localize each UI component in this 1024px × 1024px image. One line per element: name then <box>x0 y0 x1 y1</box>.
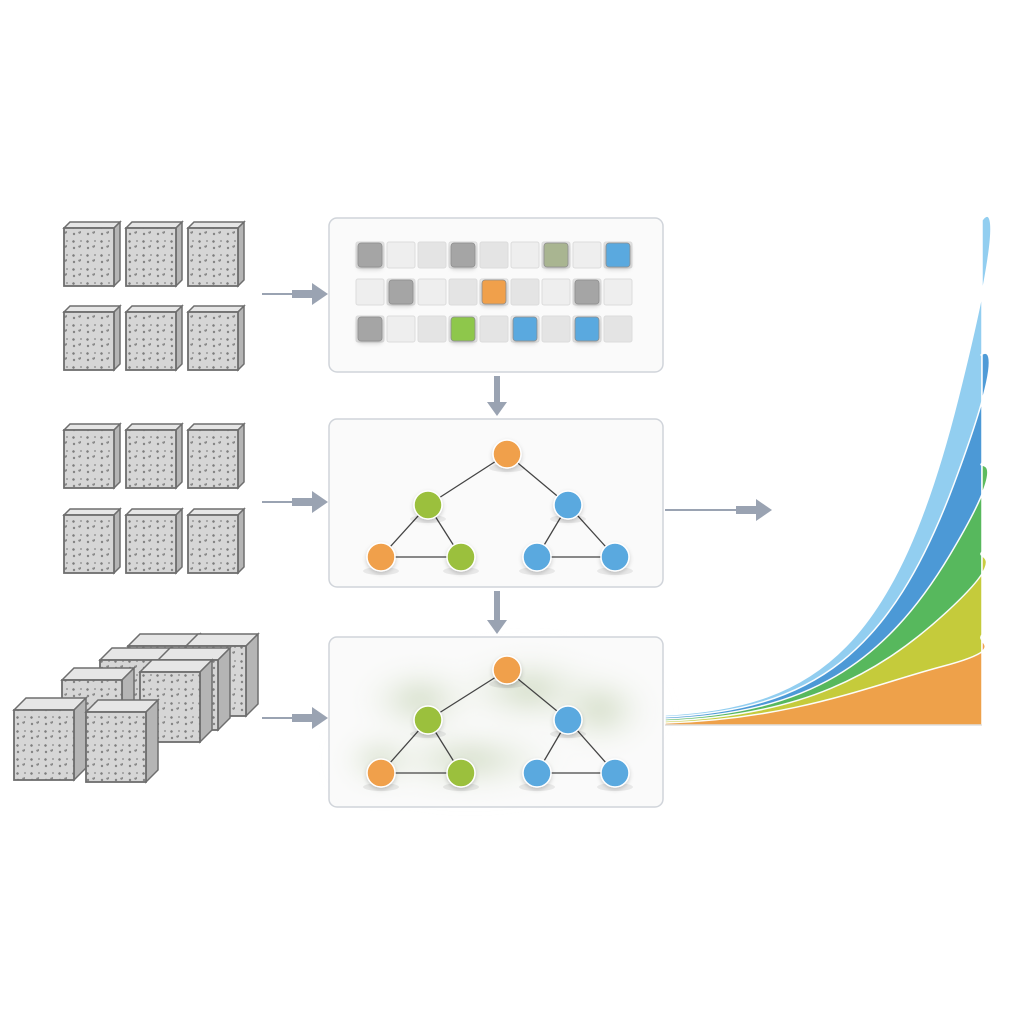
concrete-block-icon <box>124 507 184 575</box>
circle-node-icon <box>366 542 396 572</box>
circle-node-icon <box>366 758 396 788</box>
grid-cell <box>448 278 478 306</box>
arrow-right-icon <box>262 491 328 513</box>
grid-cell-filled <box>543 242 569 268</box>
arrow-right-icon <box>487 591 507 634</box>
grid-cell <box>386 315 416 343</box>
arrow-right-icon <box>262 707 328 729</box>
grid-cell <box>417 315 447 343</box>
concrete-block-icon <box>84 698 160 784</box>
grid-cell-filled <box>357 316 383 342</box>
blur-cloud <box>335 648 660 795</box>
concrete-block-icon <box>186 304 246 372</box>
circle-node-icon <box>553 705 583 735</box>
circle-node-icon <box>446 542 476 572</box>
concrete-block-icon <box>12 696 88 782</box>
area-layer <box>664 633 986 726</box>
concrete-block-icon <box>186 507 246 575</box>
grid-cell <box>355 278 385 306</box>
grid-cell <box>386 241 416 269</box>
grid-cell <box>417 278 447 306</box>
grid-cell-filled <box>388 279 414 305</box>
circle-node-icon <box>600 542 630 572</box>
graph-edge <box>427 669 508 721</box>
circle-node-icon <box>492 655 522 685</box>
concrete-block-icon <box>62 304 122 372</box>
grid-cell <box>510 278 540 306</box>
concrete-block-icon <box>62 507 122 575</box>
circle-node-icon <box>413 705 443 735</box>
graph-edge <box>427 453 508 506</box>
grid-cell-filled <box>512 316 538 342</box>
grid-cell <box>603 315 633 343</box>
stacked-area-chart <box>664 215 992 726</box>
concrete-block-icon <box>62 422 122 490</box>
circle-node-icon <box>492 439 522 469</box>
arrow-right-icon <box>262 283 328 305</box>
grid-cell <box>541 278 571 306</box>
grid-cell <box>603 278 633 306</box>
circle-node-icon <box>553 490 583 520</box>
circle-node-icon <box>600 758 630 788</box>
grid-cell-filled <box>481 279 507 305</box>
concrete-block-icon <box>62 220 122 288</box>
grid-cell-filled <box>450 242 476 268</box>
grid-cell-filled <box>574 316 600 342</box>
circle-node-icon <box>522 542 552 572</box>
flow-arrows <box>262 283 772 729</box>
grid-cell-filled <box>605 242 631 268</box>
concrete-block-icon <box>186 220 246 288</box>
grid-cell-filled <box>450 316 476 342</box>
circle-node-icon <box>446 758 476 788</box>
grid-cell <box>479 315 509 343</box>
sample-blocks <box>12 220 260 784</box>
grid-cell <box>510 241 540 269</box>
grid-cell <box>572 241 602 269</box>
concrete-block-icon <box>186 422 246 490</box>
grid-cell <box>479 241 509 269</box>
graph-tree-blurred <box>363 655 633 791</box>
graph-tree <box>363 439 633 575</box>
arrow-right-icon <box>665 499 772 521</box>
circle-node-icon <box>522 758 552 788</box>
arrow-right-icon <box>487 376 507 416</box>
concrete-block-icon <box>124 422 184 490</box>
grid-cell-filled <box>357 242 383 268</box>
concrete-block-icon <box>124 220 184 288</box>
grid-cell <box>417 241 447 269</box>
graph-panel <box>328 418 664 588</box>
circle-node-icon <box>413 490 443 520</box>
grid-cell-filled <box>574 279 600 305</box>
concrete-block-icon <box>124 304 184 372</box>
grid-cells <box>355 241 633 343</box>
grid-cell <box>541 315 571 343</box>
